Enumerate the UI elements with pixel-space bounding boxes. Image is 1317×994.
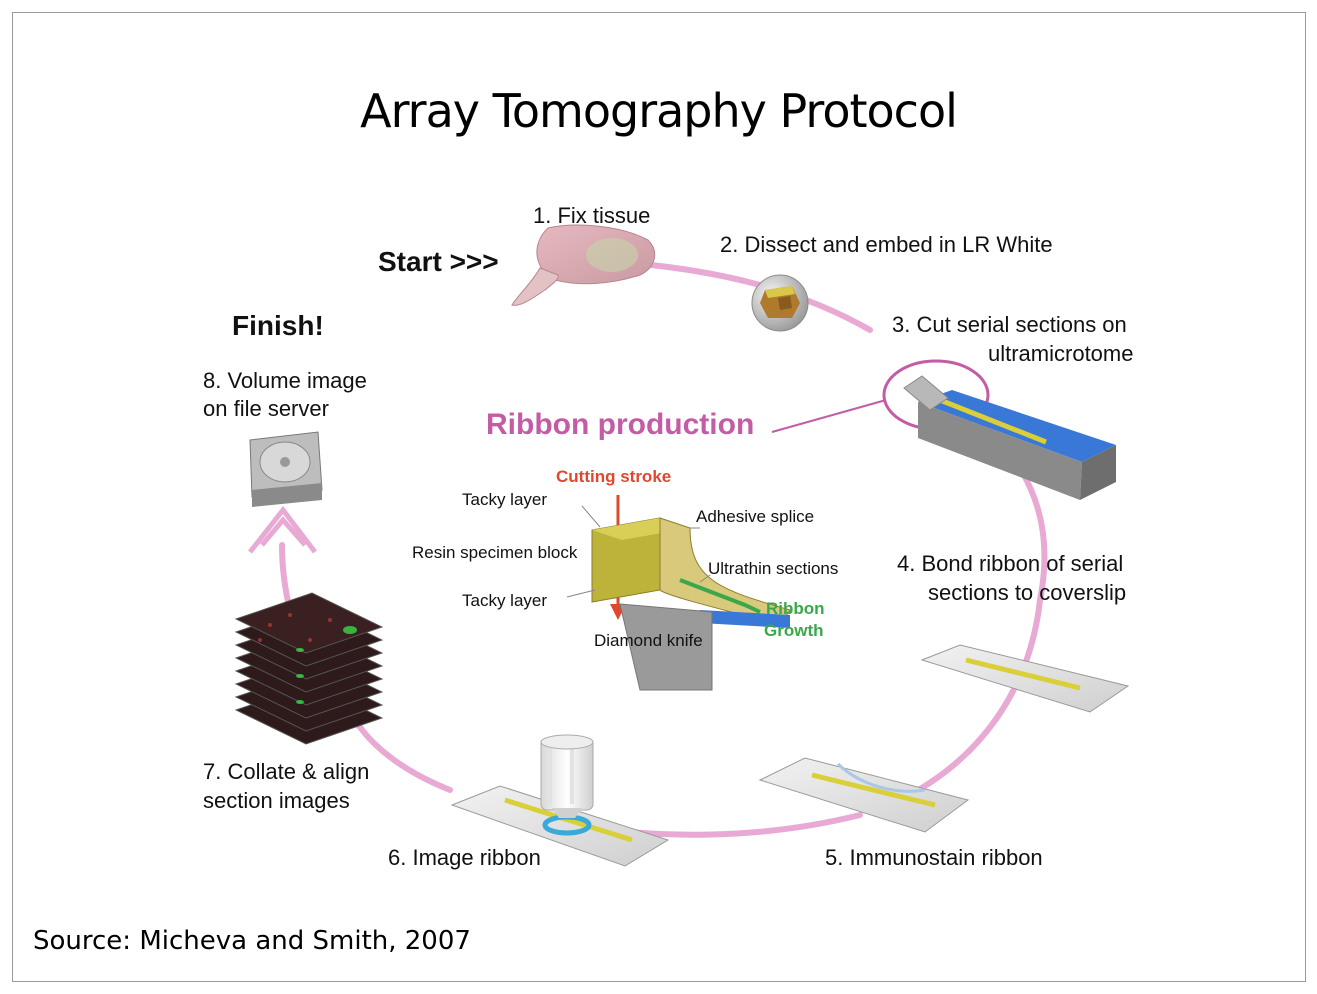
ribbon-production-inset	[566, 495, 791, 691]
finish-label: Finish!	[232, 310, 324, 341]
ribbon-growth-label-line1: Ribbon	[766, 599, 825, 618]
step-8-label-line1: 8. Volume image	[203, 368, 367, 393]
coverslip-5-illustration	[758, 757, 970, 833]
ribbon-growth-label-line2: Growth	[764, 621, 824, 640]
embedded-block-illustration	[751, 274, 809, 332]
source-citation: Source: Micheva and Smith, 2007	[33, 926, 471, 956]
step-3-label-line1: 3. Cut serial sections on	[892, 312, 1127, 337]
step-5-label: 5. Immunostain ribbon	[825, 845, 1043, 870]
step-7-label-line2: section images	[203, 788, 350, 813]
step-4-label-line2: sections to coverslip	[928, 580, 1127, 605]
brain-illustration	[511, 224, 656, 306]
step-8-label-line2: on file server	[203, 396, 329, 421]
step-4-label-line1: 4. Bond ribbon of serial	[897, 551, 1124, 576]
hard-drive-icon	[249, 431, 323, 507]
step-3-label-line2: ultramicrotome	[988, 341, 1134, 366]
step-6-label: 6. Image ribbon	[388, 845, 541, 870]
step-1-label: 1. Fix tissue	[533, 203, 651, 228]
tacky-layer-top-label: Tacky layer	[462, 490, 548, 509]
microtome-boat-illustration	[771, 359, 1116, 500]
cutting-stroke-label: Cutting stroke	[556, 467, 672, 486]
finish-arrowhead	[248, 505, 317, 554]
microscope-slide-illustration	[450, 734, 670, 867]
start-label: Start >>>	[378, 246, 499, 277]
image-stack-illustration	[234, 592, 384, 745]
step-7-label-line1: 7. Collate & align	[203, 759, 370, 784]
page-title: Array Tomography Protocol	[360, 84, 958, 138]
tacky-layer-bottom-label: Tacky layer	[462, 591, 548, 610]
slide-frame	[12, 12, 1306, 982]
adhesive-splice-label: Adhesive splice	[696, 507, 815, 526]
ultrathin-sections-label: Ultrathin sections	[708, 559, 839, 578]
ribbon-production-label: Ribbon production	[486, 408, 755, 441]
resin-block-label: Resin specimen block	[412, 543, 578, 562]
step-2-label: 2. Dissect and embed in LR White	[720, 232, 1053, 257]
coverslip-4-illustration	[920, 644, 1130, 713]
diamond-knife-label: Diamond knife	[594, 631, 703, 650]
